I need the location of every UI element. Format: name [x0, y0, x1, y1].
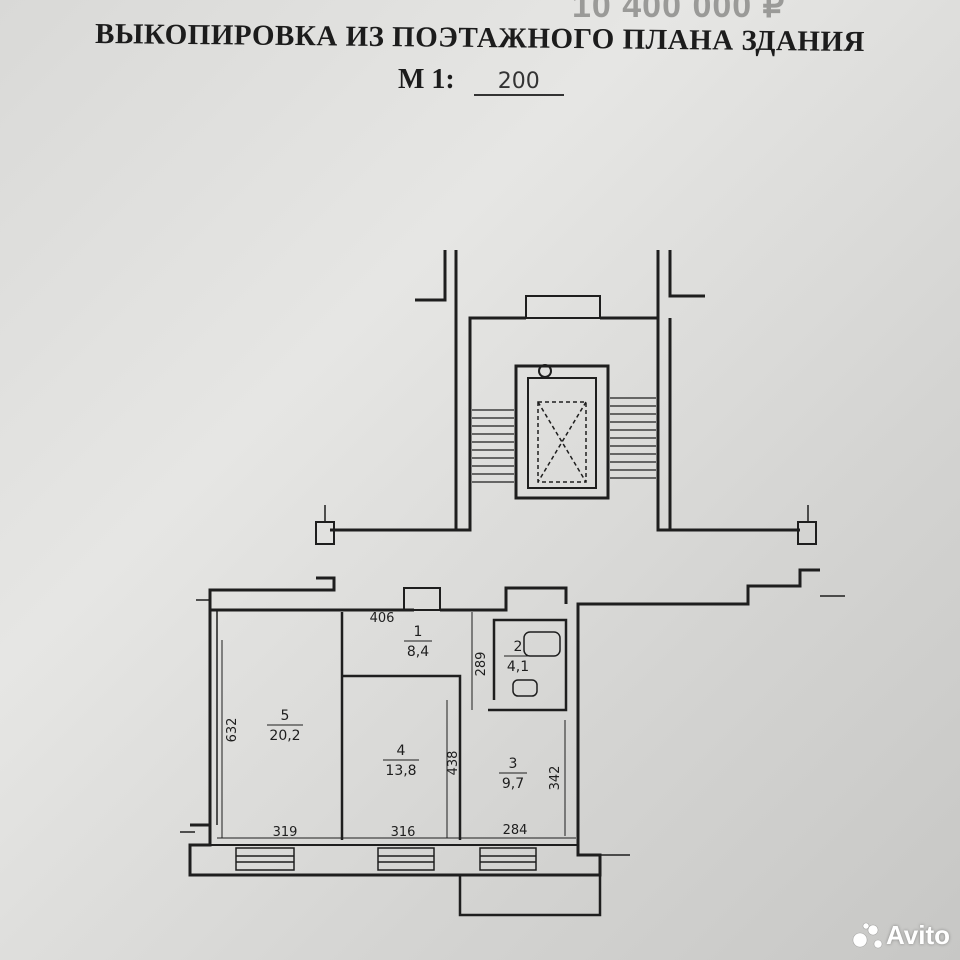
- stairwell: [415, 250, 705, 532]
- room-number: 5: [281, 708, 290, 724]
- listing-price: 10 400 000 ₽: [572, 0, 786, 25]
- dimension-room3-height: 342: [548, 766, 563, 791]
- bathtub-icon: [523, 631, 561, 657]
- dimension-bath-height: 289: [474, 652, 489, 677]
- room-3-label: 3 9,7: [499, 756, 527, 792]
- stair-flights: [472, 397, 656, 483]
- entrance-door: [403, 587, 441, 611]
- elevator-shaft: [514, 364, 610, 500]
- corridor: [196, 505, 845, 840]
- room-number: 1: [414, 624, 423, 640]
- room-5-label: 5 20,2: [267, 708, 303, 744]
- stairwell-window: [525, 295, 601, 319]
- room-number: 3: [509, 756, 518, 772]
- south-windows: [235, 847, 537, 871]
- stairwell-right-wall: [668, 250, 705, 298]
- sink-icon: [512, 679, 538, 697]
- avito-logo-icon: [852, 922, 883, 949]
- scale-row: М 1: 200: [398, 64, 564, 96]
- dimension-room4-width: 316: [391, 825, 416, 840]
- room-2-label: 2 4,1: [504, 639, 532, 675]
- room-number: 4: [397, 743, 406, 759]
- avito-watermark: Avito: [886, 920, 951, 950]
- window-room3: [479, 847, 537, 871]
- dimension-hall-length: 406: [370, 611, 395, 626]
- balcony: [458, 875, 602, 917]
- room-area: 4,1: [507, 659, 529, 675]
- dimension-room5-height: 632: [225, 718, 240, 743]
- dimension-room3-width: 284: [503, 823, 528, 838]
- window-room4: [377, 847, 435, 871]
- scale-label: М 1:: [398, 64, 455, 95]
- stairwell-left-wall: [415, 250, 447, 302]
- room-4-label: 4 13,8: [383, 743, 419, 779]
- dimension-room4-height: 438: [446, 751, 461, 776]
- room-area: 20,2: [269, 728, 300, 744]
- room-area: 8,4: [407, 644, 429, 660]
- apartment-walls: [180, 586, 630, 877]
- elevator-cabin: [537, 401, 587, 483]
- scale-value: 200: [473, 69, 564, 96]
- dimension-room5-width: 319: [273, 825, 298, 840]
- elevator-marker: [538, 364, 552, 378]
- window-room5: [235, 847, 295, 871]
- room-area: 9,7: [502, 776, 524, 792]
- room-area: 13,8: [385, 763, 416, 779]
- room-1-label: 1 8,4: [404, 624, 432, 660]
- room-number: 2: [514, 639, 523, 655]
